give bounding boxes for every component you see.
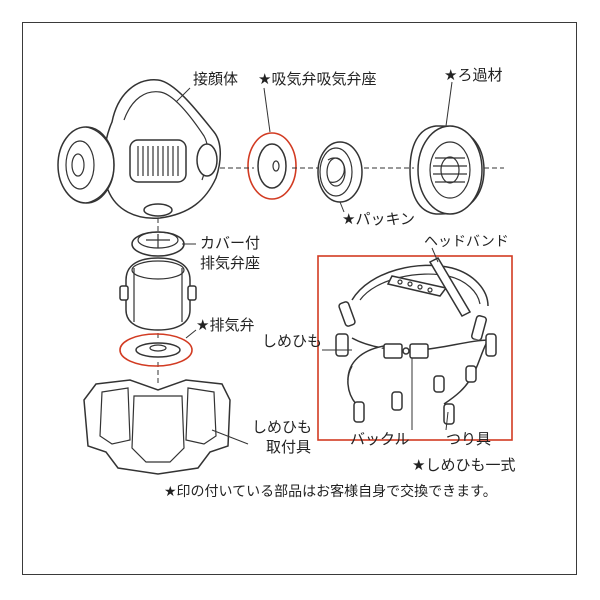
label-strap-set: ★しめひも一式 [412,456,515,474]
replaceable-parts-note: ★印の付いている部品はお客様自身で交換できます。 [164,483,497,500]
buckle-part [383,343,429,359]
leader-lines [175,81,453,445]
label-cover-exhale-seat-2: 排気弁座 [200,254,260,272]
label-buckle: バックル [350,430,410,448]
label-strap-mount-1: しめひも [252,418,312,436]
cover-exhale-valve-seat-part [119,231,197,331]
label-hanger: つり具 [446,430,491,448]
filter-part [409,125,485,215]
strap-mount-part [83,379,231,475]
exhale-valve-part [119,333,193,367]
strap-set-highlight-box [317,255,513,441]
label-exhale-valve: ★排気弁 [196,316,254,334]
label-filter: ★ろ過材 [444,66,502,84]
label-strap-mount-2: 取付具 [266,438,311,456]
diagram-frame [22,22,577,575]
label-packing: ★パッキン [342,210,415,228]
label-face-body: 接顔体 [193,70,238,88]
label-inhale-valve-seat: ★吸気弁吸気弁座 [258,70,376,88]
packing-part [317,141,363,203]
inhale-valve-part [247,132,297,200]
label-cover-exhale-seat-1: カバー付 [200,234,260,252]
face-body-part [57,79,221,219]
head-band-part [338,257,489,341]
label-strap: しめひも [262,332,322,350]
label-head-band: ヘッドバンド [424,234,509,250]
